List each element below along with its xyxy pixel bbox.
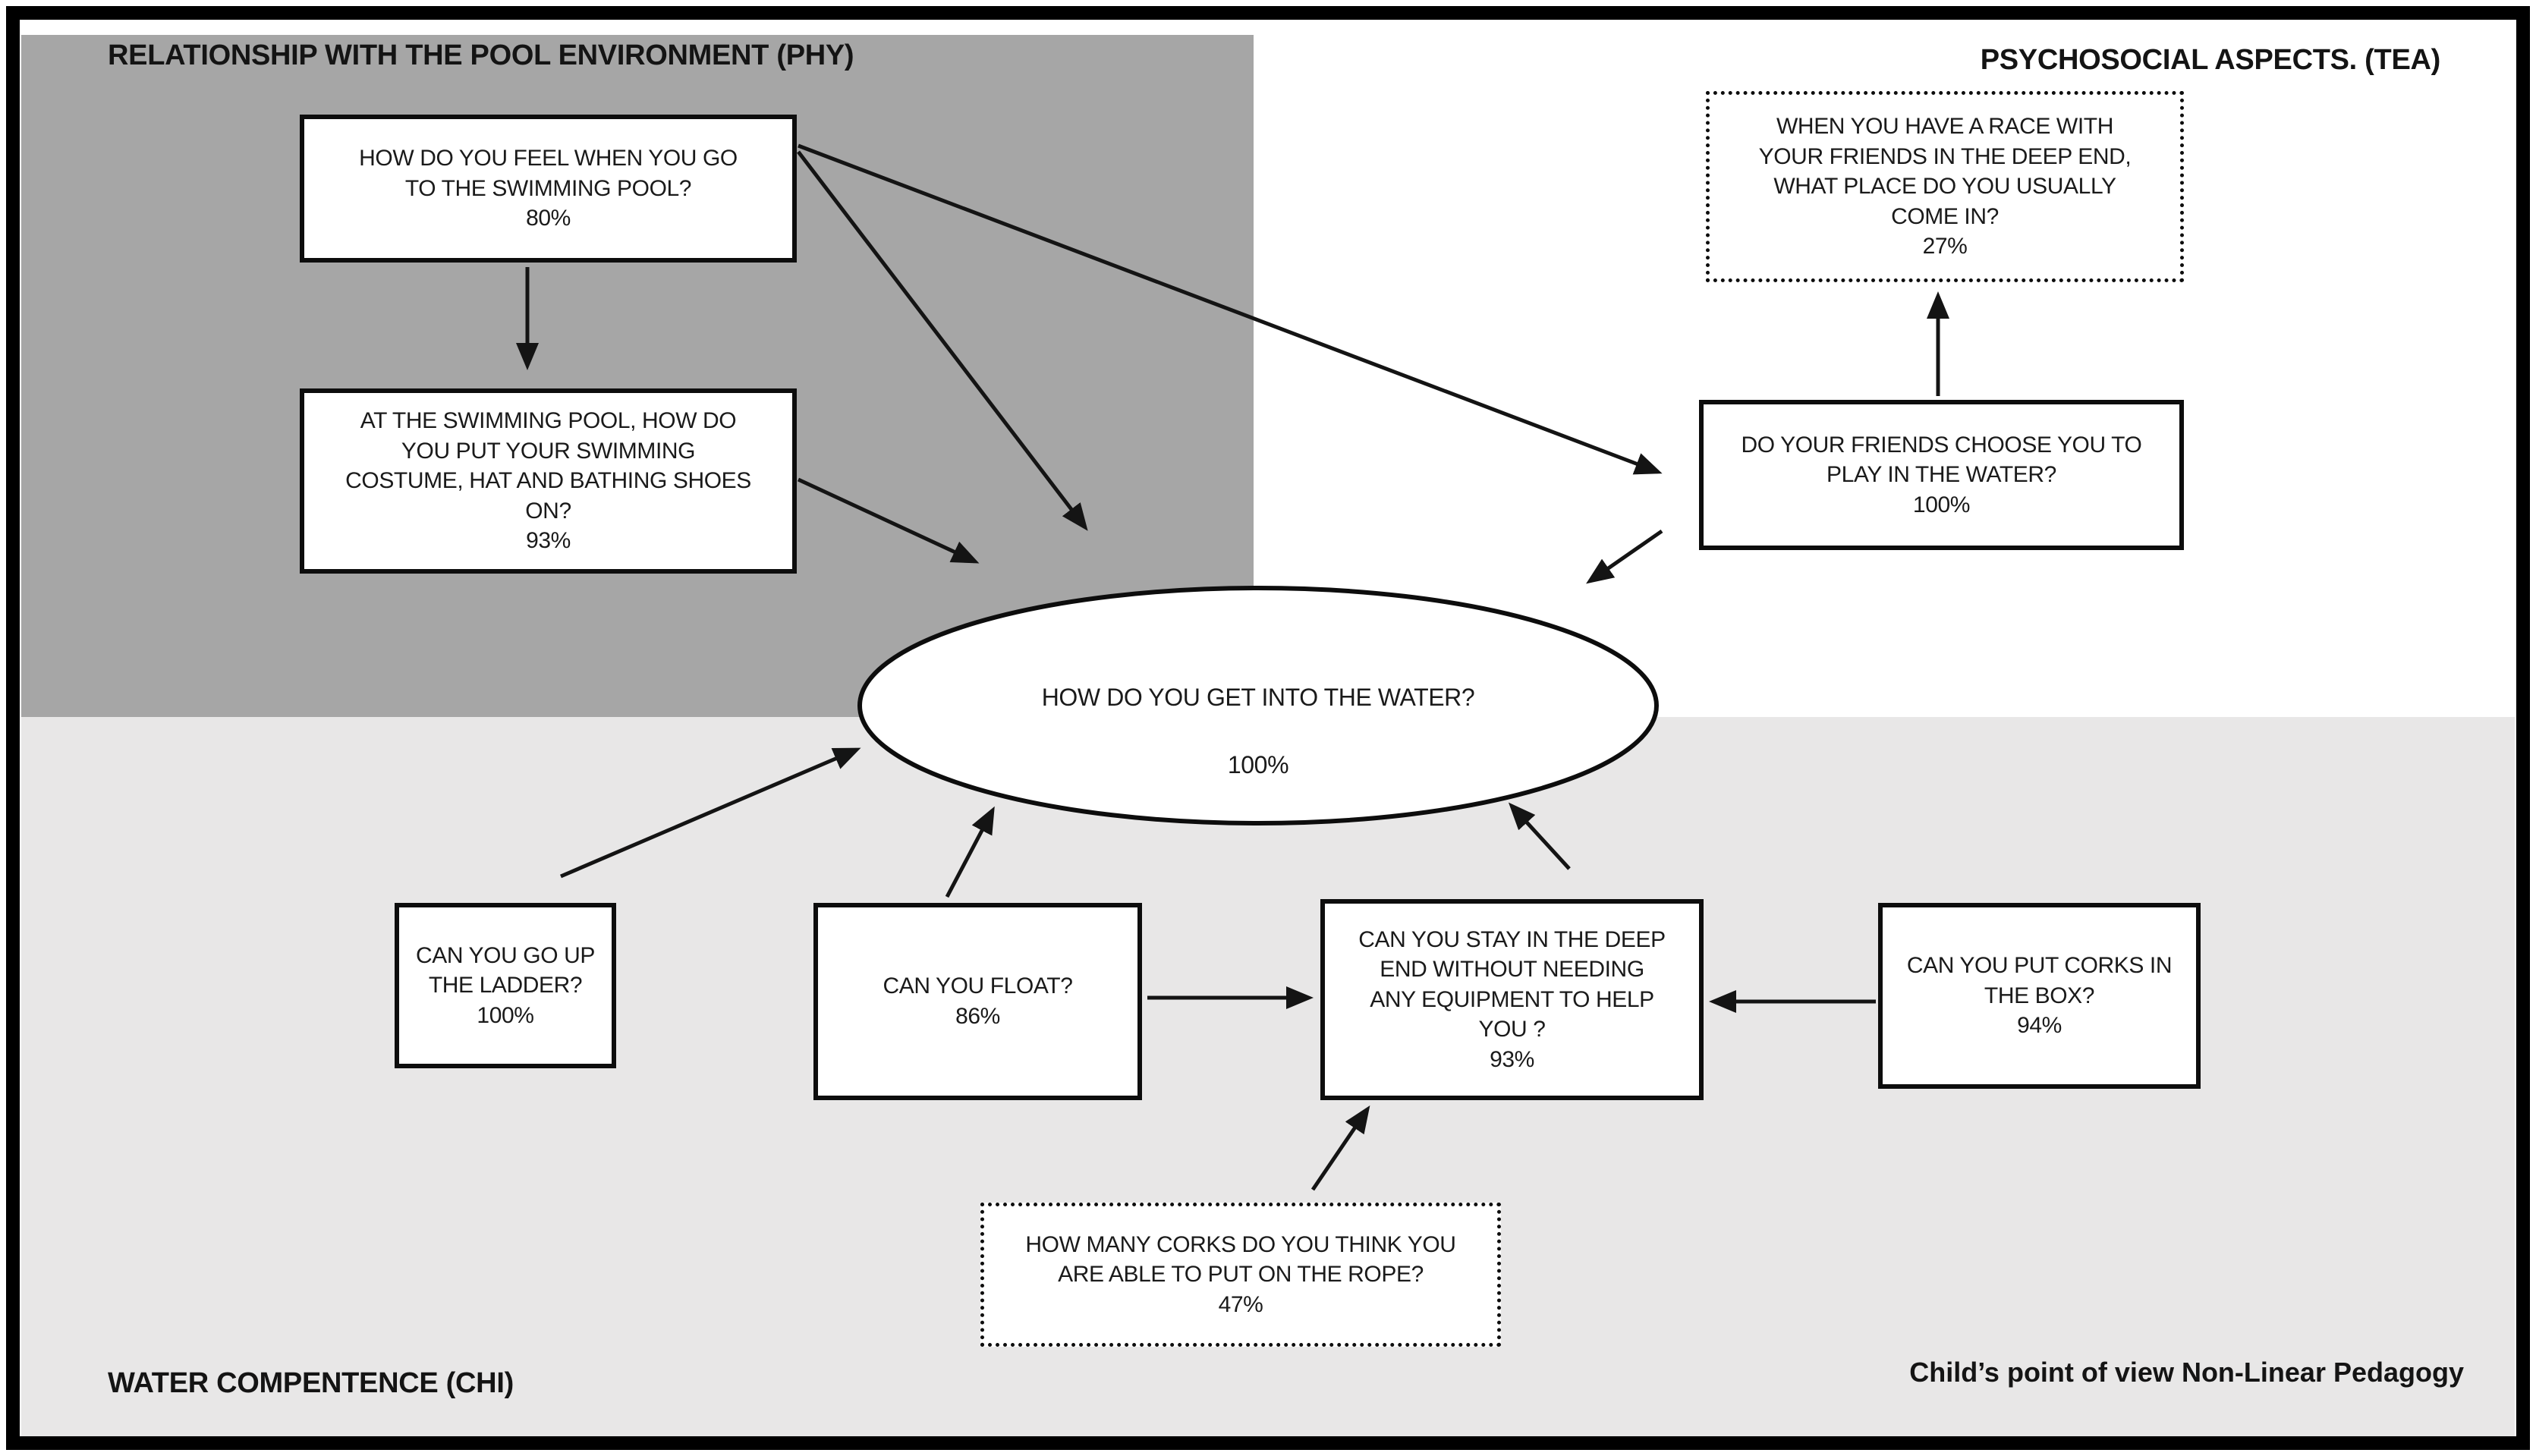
node-can-you-float: CAN YOU FLOAT? 86% xyxy=(813,903,1142,1100)
node-feel-value: 80% xyxy=(526,206,571,231)
region-title-water-competence: WATER COMPENTENCE (CHI) xyxy=(108,1367,514,1399)
node-water-ellipse xyxy=(857,586,1659,825)
arrow-ladder-water xyxy=(560,747,861,879)
node-costume-value: 93% xyxy=(526,528,571,554)
arrow-rope-deep xyxy=(1310,1105,1370,1191)
footer-note: Child’s point of view Non-Linear Pedagog… xyxy=(1909,1357,2464,1388)
node-friends-choose: DO YOUR FRIENDS CHOOSE YOU TO PLAY IN TH… xyxy=(1699,400,2184,550)
node-ladder-question: CAN YOU GO UP THE LADDER? xyxy=(416,942,595,998)
node-corks-value: 94% xyxy=(2017,1013,2062,1039)
arrow-friends-water xyxy=(1586,529,1663,584)
arrow-float-water xyxy=(945,806,995,898)
node-go-up-ladder: CAN YOU GO UP THE LADDER? 100% xyxy=(395,903,616,1068)
node-deep-value: 93% xyxy=(1490,1046,1534,1072)
arrow-costume-water xyxy=(797,477,980,564)
node-deep-question: CAN YOU STAY IN THE DEEP END WITHOUT NEE… xyxy=(1358,926,1666,1042)
region-title-pool-environment: RELATIONSHIP WITH THE POOL ENVIRONMENT (… xyxy=(108,39,854,71)
region-title-psychosocial: PSYCHOSOCIAL ASPECTS. (TEA) xyxy=(1980,44,2441,76)
arrow-feel-water xyxy=(797,150,1088,531)
arrow-deep-water xyxy=(1508,802,1571,870)
node-race-value: 27% xyxy=(1922,234,1968,259)
node-float-value: 86% xyxy=(955,1004,1000,1029)
node-feel-question: HOW DO YOU FEEL WHEN YOU GO TO THE SWIMM… xyxy=(359,146,738,201)
node-rope-value: 47% xyxy=(1218,1291,1263,1317)
node-corks-on-rope: HOW MANY CORKS DO YOU THINK YOU ARE ABLE… xyxy=(980,1203,1501,1347)
node-water-value: 100% xyxy=(1227,751,1289,779)
node-rope-question: HOW MANY CORKS DO YOU THINK YOU ARE ABLE… xyxy=(1025,1231,1456,1288)
node-race-deep-end: WHEN YOU HAVE A RACE WITH YOUR FRIENDS I… xyxy=(1706,91,2184,282)
node-float-question: CAN YOU FLOAT? xyxy=(883,973,1073,999)
node-ladder-value: 100% xyxy=(477,1002,534,1028)
node-water-question: HOW DO YOU GET INTO THE WATER? xyxy=(1041,683,1475,711)
node-corks-in-box: CAN YOU PUT CORKS IN THE BOX? 94% xyxy=(1878,903,2201,1089)
node-costume-question: AT THE SWIMMING POOL, HOW DO YOU PUT YOU… xyxy=(345,408,751,524)
node-friends-value: 100% xyxy=(1912,492,1971,517)
node-corks-question: CAN YOU PUT CORKS IN THE BOX? xyxy=(1906,953,2173,1008)
node-friends-question: DO YOUR FRIENDS CHOOSE YOU TO PLAY IN TH… xyxy=(1741,432,2142,488)
node-race-question: WHEN YOU HAVE A RACE WITH YOUR FRIENDS I… xyxy=(1758,114,2132,229)
node-swimming-costume: AT THE SWIMMING POOL, HOW DO YOU PUT YOU… xyxy=(300,388,797,574)
node-get-into-water: HOW DO YOU GET INTO THE WATER? 100% xyxy=(939,646,1577,816)
node-feel-swimming-pool: HOW DO YOU FEEL WHEN YOU GO TO THE SWIMM… xyxy=(300,115,797,263)
node-stay-deep-end: CAN YOU STAY IN THE DEEP END WITHOUT NEE… xyxy=(1320,899,1704,1100)
arrow-feel-friends xyxy=(798,143,1663,475)
